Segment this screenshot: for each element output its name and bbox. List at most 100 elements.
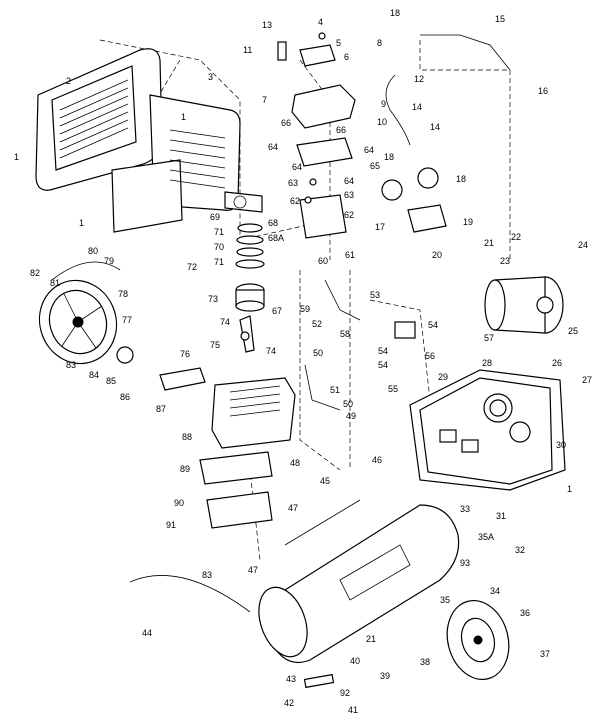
label: 73: [208, 294, 218, 304]
label: 85: [106, 376, 116, 386]
label: 68: [268, 218, 278, 228]
label: 81: [50, 278, 60, 288]
label: 37: [540, 649, 550, 659]
label: 88: [182, 432, 192, 442]
label: 14: [412, 102, 422, 112]
label: 35: [440, 595, 450, 605]
callout-labels: 1 2 3 1 1 80 4 5 6 13 11 8 7 9 10 12 14 …: [14, 8, 592, 715]
label: 49: [346, 411, 356, 421]
label: 15: [495, 14, 505, 24]
label: 5: [336, 38, 341, 48]
label: 83: [202, 570, 212, 580]
label: 28: [482, 358, 492, 368]
label: 45: [320, 476, 330, 486]
label: 50: [343, 399, 353, 409]
label: 66: [281, 118, 291, 128]
motor: [484, 276, 564, 334]
label: 51: [330, 385, 340, 395]
label: 66: [336, 125, 346, 135]
label: 60: [318, 256, 328, 266]
label: 79: [104, 256, 114, 266]
label: 64: [344, 176, 354, 186]
label: 11: [243, 45, 252, 55]
label: 65: [370, 161, 380, 171]
label: 70: [214, 242, 224, 252]
label: 25: [568, 326, 578, 336]
label: 61: [345, 250, 355, 260]
label: 41: [348, 705, 358, 715]
label: 4: [318, 17, 323, 27]
label: 91: [166, 520, 176, 530]
label: 8: [377, 38, 382, 48]
label: 86: [120, 392, 130, 402]
label: 16: [538, 86, 548, 96]
label: 38: [420, 657, 430, 667]
label: 83: [66, 360, 76, 370]
label: 26: [552, 358, 562, 368]
label: 22: [511, 232, 521, 242]
label: 46: [372, 455, 382, 465]
label: 18: [390, 8, 400, 18]
belt-guard: [35, 48, 241, 233]
label: 29: [438, 372, 448, 382]
label: 10: [377, 117, 387, 127]
label: 14: [430, 122, 440, 132]
label: 48: [290, 458, 300, 468]
label: 67: [272, 306, 282, 316]
label: 75: [210, 340, 220, 350]
controls: [304, 34, 511, 411]
label: 21: [366, 634, 376, 644]
label: 90: [174, 498, 184, 508]
label: 7: [262, 95, 267, 105]
label: 59: [300, 304, 310, 314]
label: 57: [484, 333, 494, 343]
label: 64: [292, 162, 302, 172]
label: 63: [288, 178, 298, 188]
label: 71: [214, 257, 224, 267]
label: 50: [313, 348, 323, 358]
label: 76: [180, 349, 190, 359]
label: 23: [500, 256, 510, 266]
label: 74: [266, 346, 276, 356]
label: 89: [180, 464, 190, 474]
label: 54: [378, 346, 388, 356]
label: 72: [187, 262, 197, 272]
label: 68A: [268, 233, 284, 243]
label: 6: [344, 52, 349, 62]
label: 87: [156, 404, 166, 414]
label: 58: [340, 329, 350, 339]
label: 69: [210, 212, 220, 222]
label: 1: [79, 218, 84, 228]
label: 2: [66, 76, 71, 86]
label: 27: [582, 375, 592, 385]
label: 36: [520, 608, 530, 618]
flywheel: [38, 279, 118, 365]
label: 56: [425, 351, 435, 361]
label: 42: [284, 698, 294, 708]
label: 47: [248, 565, 258, 575]
label: 18: [456, 174, 466, 184]
label: 44: [142, 628, 152, 638]
label: 47: [288, 503, 298, 513]
shroud: [409, 369, 566, 491]
label: 19: [463, 217, 473, 227]
label: 53: [370, 290, 380, 300]
label: 62: [344, 210, 354, 220]
crankcase: [116, 346, 296, 529]
label: 64: [364, 145, 374, 155]
label: 54: [428, 320, 438, 330]
cylinder-head: [277, 32, 356, 239]
label: 55: [388, 384, 398, 394]
label: 21: [484, 238, 494, 248]
label: 13: [262, 20, 272, 30]
label: 17: [375, 222, 385, 232]
label: 30: [556, 440, 566, 450]
label: 78: [118, 289, 128, 299]
label: 24: [578, 240, 588, 250]
label: 93: [460, 558, 470, 568]
label: 64: [268, 142, 278, 152]
label: 3: [208, 72, 213, 82]
label: 84: [89, 370, 99, 380]
label: 1: [14, 152, 19, 162]
